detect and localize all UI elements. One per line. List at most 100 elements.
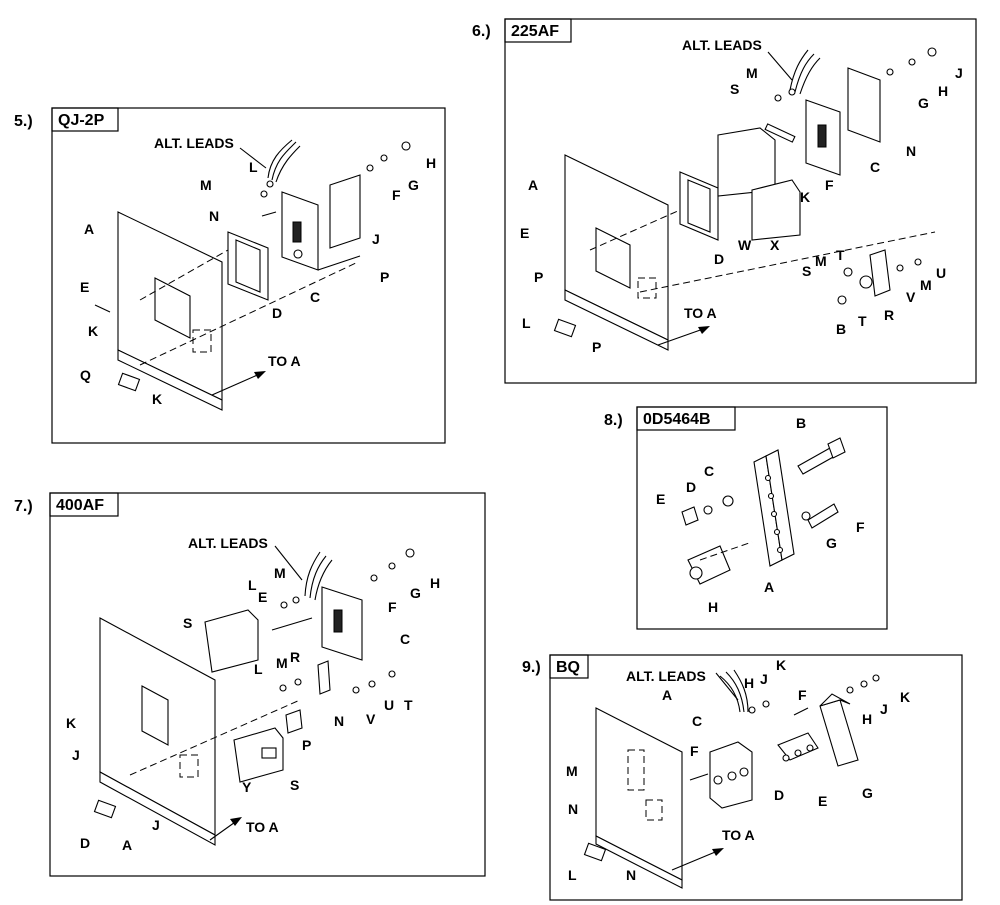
panel-9-part-l bbox=[583, 842, 607, 862]
panel-5-frame bbox=[51, 107, 446, 444]
panel-9-label-c: C bbox=[692, 713, 702, 729]
panel-6-label-c: C bbox=[870, 159, 880, 175]
panel-9-bq: 9.) BQ ALT. LEADS TO A A C D E bbox=[522, 654, 963, 901]
panel-6-label-v: V bbox=[906, 289, 916, 305]
panel-5-label-g: G bbox=[408, 177, 419, 193]
panel-6-label-e: E bbox=[520, 225, 529, 241]
panel-8-0d5464b: 8.) 0D5464B A B C D E F G H bbox=[604, 406, 888, 630]
panel-7-label-t: T bbox=[404, 697, 413, 713]
panel-7-rod-e bbox=[271, 617, 313, 631]
panel-9-label-f1: F bbox=[690, 743, 699, 759]
panel-6-label-a: A bbox=[528, 177, 538, 193]
panel-6-cutout bbox=[595, 227, 631, 289]
panel-5-label-e: E bbox=[80, 279, 89, 295]
panel-7-label-e: E bbox=[258, 589, 267, 605]
panel-9-label-n1: N bbox=[568, 801, 578, 817]
panel-5-label-h: H bbox=[426, 155, 436, 171]
panel-5-label-p: P bbox=[380, 269, 389, 285]
panel-6-bracket-v bbox=[869, 249, 891, 297]
panel-7-shield-s1 bbox=[204, 609, 259, 673]
panel-7-title: 400AF bbox=[56, 497, 104, 514]
panel-7-label-j1: J bbox=[72, 747, 80, 763]
panel-6-title-box bbox=[504, 18, 572, 43]
panel-6-label-d: D bbox=[714, 251, 724, 267]
panel-5-label-k1: K bbox=[88, 323, 98, 339]
panel-6-label-s1: S bbox=[730, 81, 739, 97]
panel-8-bolt-b bbox=[797, 447, 836, 475]
panel-6-label-j: J bbox=[955, 65, 963, 81]
panel-5-rod-p bbox=[317, 255, 361, 271]
panel-7-label-s2: S bbox=[290, 777, 299, 793]
panel-6-title: 225AF bbox=[511, 23, 559, 40]
panel-7-label-v: V bbox=[366, 711, 376, 727]
panel-5-label-d: D bbox=[272, 305, 282, 321]
panel-6-label-t1: T bbox=[836, 247, 845, 263]
panel-9-label-k2: K bbox=[900, 689, 910, 705]
panel-8-label-g: G bbox=[826, 535, 837, 551]
panel-5-leads bbox=[267, 139, 301, 183]
panel-6-label-u: U bbox=[936, 265, 946, 281]
panel-7-frame bbox=[49, 492, 486, 877]
panel-6-label-t2: T bbox=[858, 313, 867, 329]
panel-9-plate bbox=[595, 707, 683, 881]
panel-8-title-box bbox=[636, 406, 736, 431]
panel-5-label-f: F bbox=[392, 187, 401, 203]
panel-9-leads bbox=[719, 669, 749, 713]
panel-6-label-m1: M bbox=[746, 65, 758, 81]
panel-6-label-w: W bbox=[738, 237, 752, 253]
panel-9-frame bbox=[549, 654, 963, 901]
panel-6-part-l bbox=[553, 318, 577, 338]
panel-8-label-b: B bbox=[796, 415, 806, 431]
panel-6-number: 6.) bbox=[472, 23, 491, 40]
panel-7-cutout bbox=[141, 685, 169, 746]
panel-6-label-alt-leads: ALT. LEADS bbox=[682, 37, 762, 53]
panel-7-title-box bbox=[49, 492, 119, 517]
panel-7-leads bbox=[304, 551, 333, 601]
panel-7-number: 7.) bbox=[14, 498, 33, 515]
panel-6-shield-w bbox=[717, 127, 776, 197]
panel-8-label-e: E bbox=[656, 491, 665, 507]
panel-7-label-j2: J bbox=[152, 817, 160, 833]
panel-8-frame bbox=[636, 406, 888, 630]
panel-6-label-p1: P bbox=[534, 269, 543, 285]
panel-9-number: 9.) bbox=[522, 659, 541, 676]
panel-8-number: 8.) bbox=[604, 412, 623, 429]
panel-9-label-m: M bbox=[566, 763, 578, 779]
panel-7-label-g: G bbox=[410, 585, 421, 601]
panel-7-label-f: F bbox=[388, 599, 397, 615]
panel-7-label-h: H bbox=[430, 575, 440, 591]
panel-9-label-alt-leads: ALT. LEADS bbox=[626, 668, 706, 684]
panel-9-label-k1: K bbox=[776, 657, 786, 673]
panel-9-label-l: L bbox=[568, 867, 577, 883]
panel-7-lug-p bbox=[285, 709, 303, 734]
panel-7-label-p: P bbox=[302, 737, 311, 753]
panel-5-label-m: M bbox=[200, 177, 212, 193]
panel-6-lug-r bbox=[859, 275, 873, 289]
panel-6-part-k bbox=[764, 123, 796, 143]
panel-7-label-a: A bbox=[122, 837, 132, 853]
panel-7-label-k: K bbox=[66, 715, 76, 731]
panel-5-plate-j bbox=[329, 174, 361, 249]
panel-6-label-n: N bbox=[906, 143, 916, 159]
panel-5-label-k2: K bbox=[152, 391, 162, 407]
panel-5-label-a: A bbox=[84, 221, 94, 237]
panel-5-part-q bbox=[117, 372, 141, 392]
panel-6-label-r: R bbox=[884, 307, 894, 323]
panel-7-label-u: U bbox=[384, 697, 394, 713]
panel-6-label-b: B bbox=[836, 321, 846, 337]
panel-5-cutout bbox=[154, 277, 191, 339]
panel-6-frame bbox=[504, 18, 977, 384]
panel-8-title: 0D5464B bbox=[643, 411, 711, 428]
panel-9-label-j1: J bbox=[760, 671, 768, 687]
panel-6-label-k: K bbox=[800, 189, 810, 205]
panel-9-label-h1: H bbox=[744, 675, 754, 691]
panel-6-label-f: F bbox=[825, 177, 834, 193]
panel-8-label-f: F bbox=[856, 519, 865, 535]
panel-5-label-n: N bbox=[209, 208, 219, 224]
panel-5-title-box bbox=[51, 107, 119, 132]
panel-7-label-l2: L bbox=[254, 661, 263, 677]
panel-9-title: BQ bbox=[556, 659, 580, 676]
panel-8-label-a: A bbox=[764, 579, 774, 595]
panel-7-label-to-a: TO A bbox=[246, 819, 279, 835]
